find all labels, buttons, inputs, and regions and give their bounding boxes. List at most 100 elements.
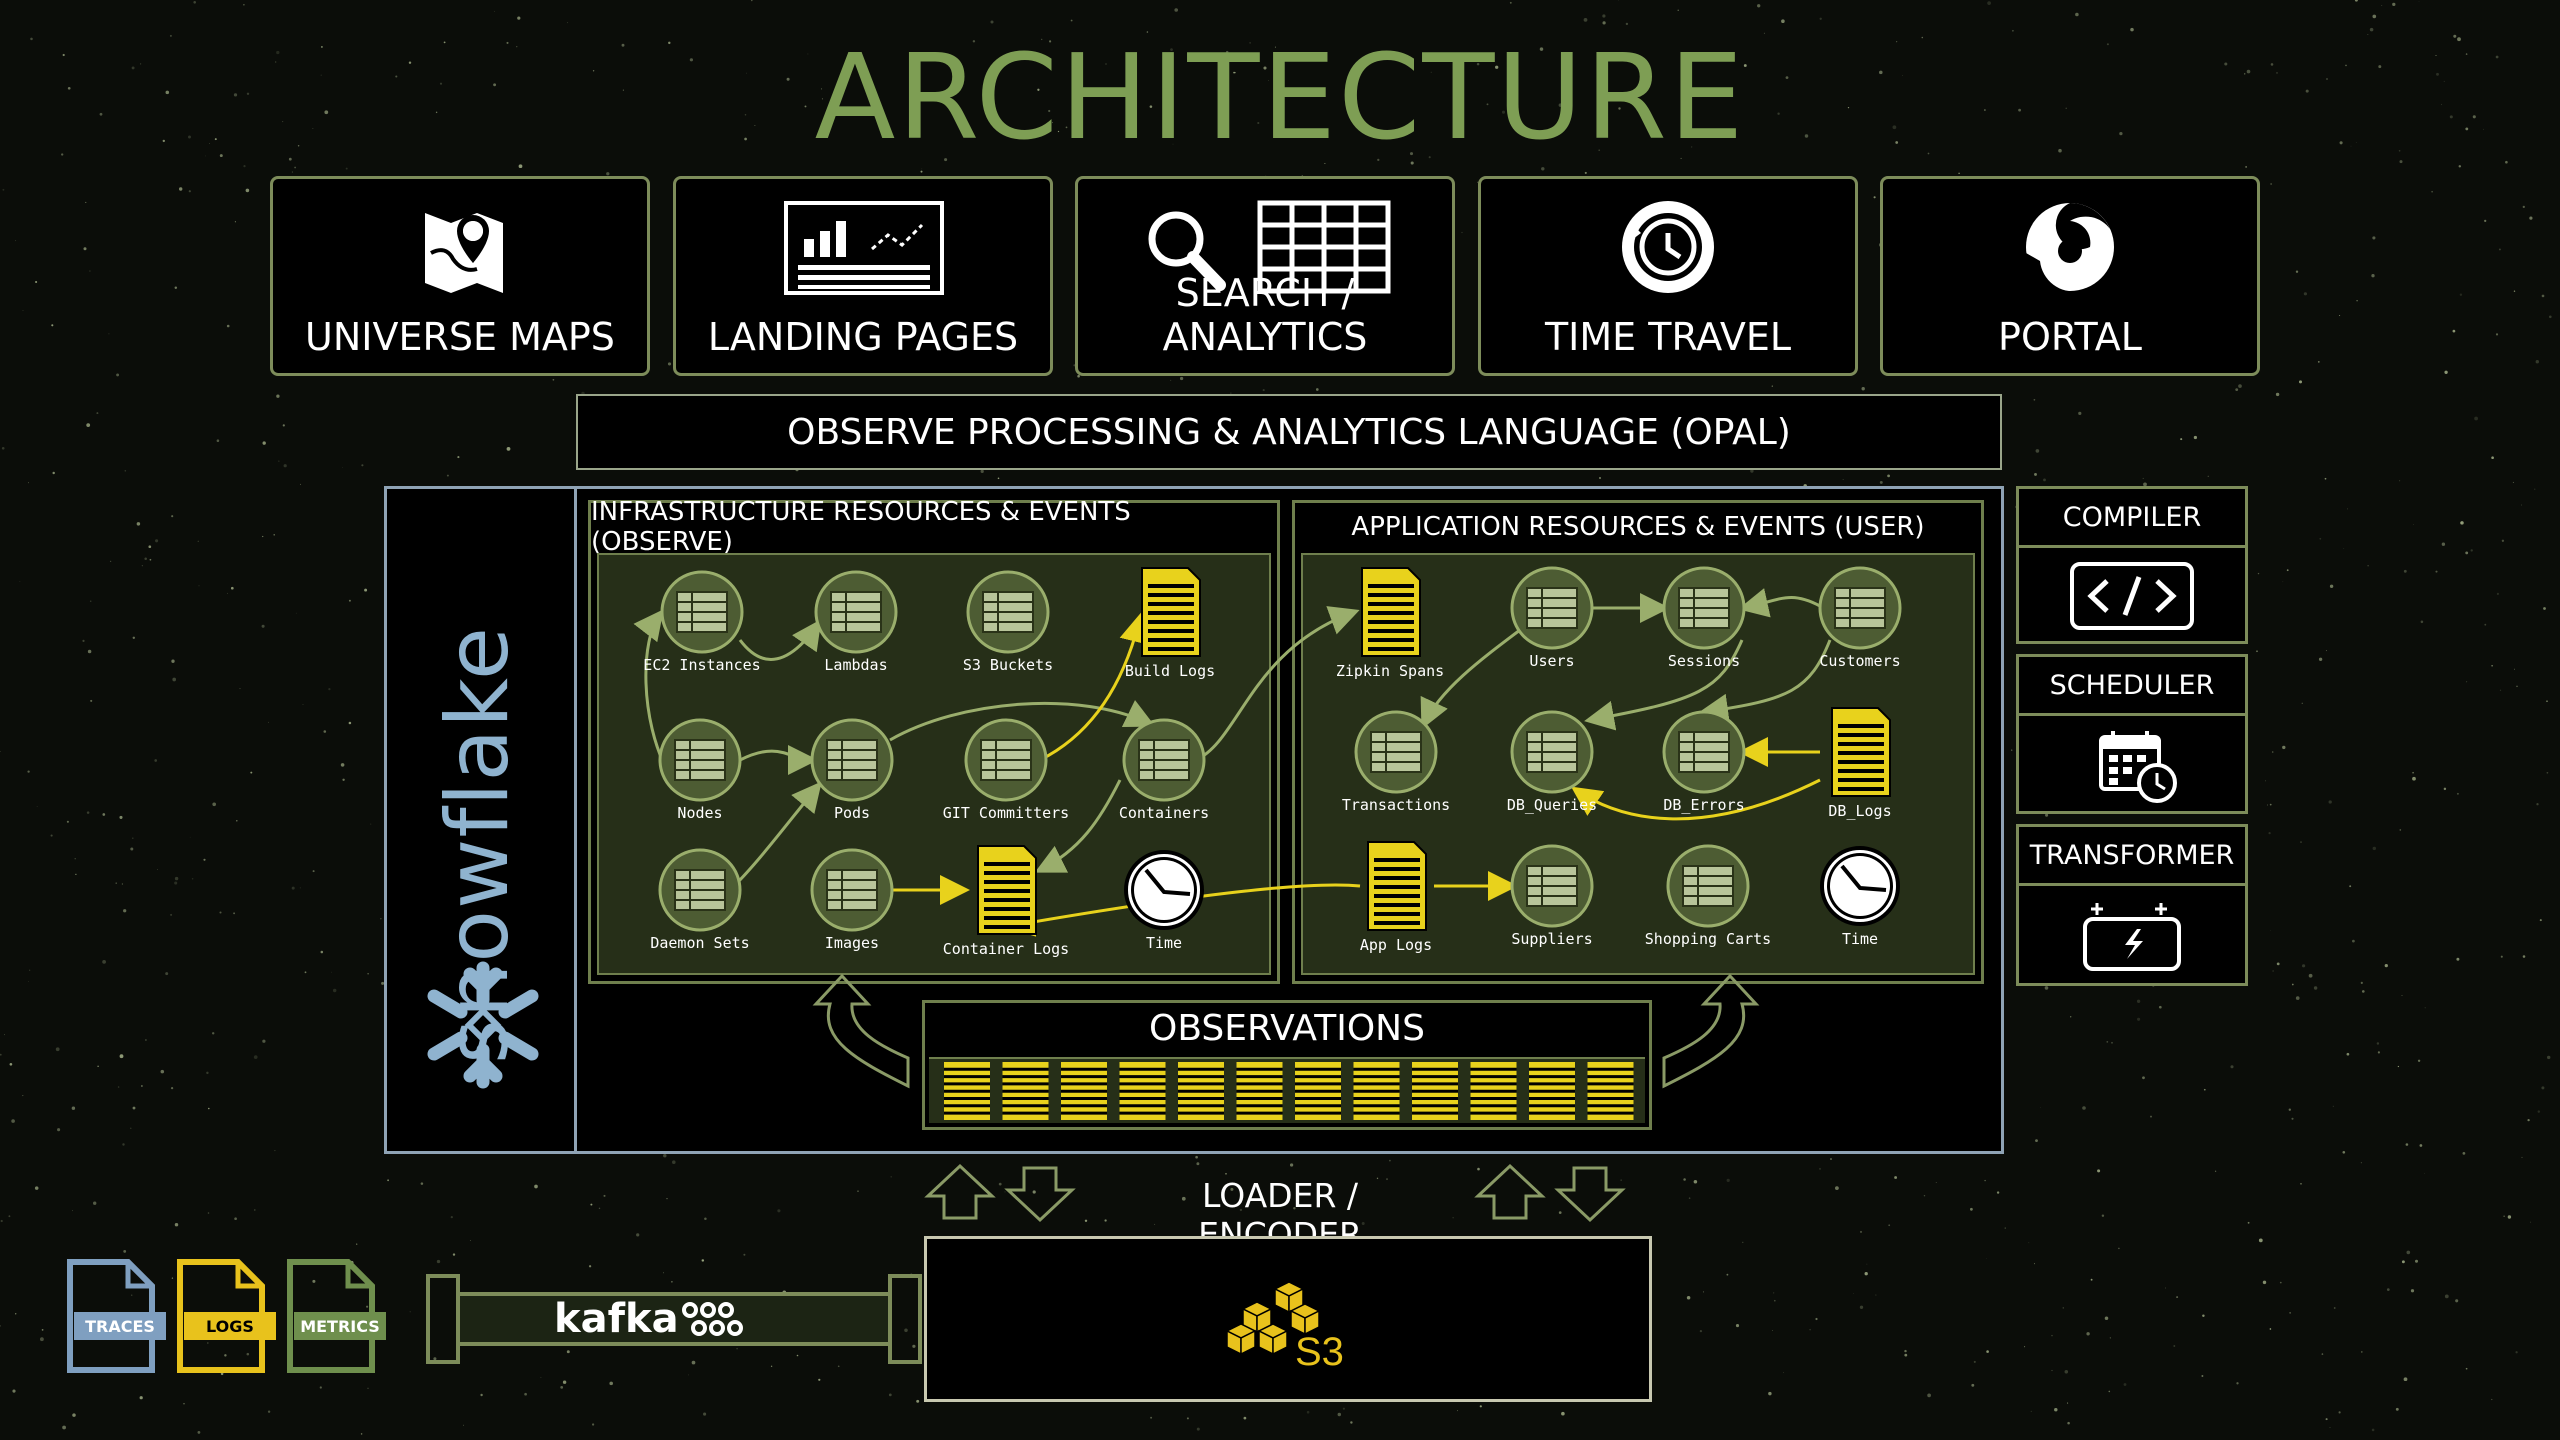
compiler-panel: COMPILER xyxy=(2016,486,2248,644)
s3-storage-box: S3 xyxy=(924,1236,1652,1402)
observation-record xyxy=(1061,1062,1107,1120)
graph-node-label: Pods xyxy=(834,804,870,822)
graph-node: Containers xyxy=(1119,718,1209,822)
graph-edge xyxy=(1698,639,1832,724)
graph-node-label: Container Logs xyxy=(943,940,1069,958)
dashboard-icon xyxy=(784,201,944,295)
page-title: ARCHITECTURE xyxy=(814,28,1746,166)
kafka-icon xyxy=(682,1302,743,1336)
s3-buckets-icon: S3 xyxy=(1225,1281,1344,1369)
graph-node: Time xyxy=(1124,850,1204,952)
snowflake-divider xyxy=(574,488,577,1152)
graph-node-label: Transactions xyxy=(1342,796,1450,814)
logs-label: LOGS xyxy=(184,1312,276,1340)
graph-edge xyxy=(1039,612,1149,762)
tile-label: PORTAL xyxy=(1998,315,2142,359)
history-clock-icon xyxy=(1622,201,1714,293)
graph-edge xyxy=(1420,628,1521,730)
graph-edge xyxy=(1571,778,1821,821)
graph-node: Container Logs xyxy=(943,845,1069,958)
graph-node: Sessions xyxy=(1662,566,1746,670)
graph-edge xyxy=(1195,606,1360,762)
graph-node-label: DB_Errors xyxy=(1663,796,1744,814)
scheduler-panel: SCHEDULER xyxy=(2016,654,2248,814)
graph-node: Zipkin Spans xyxy=(1336,567,1444,680)
tile-landing-pages[interactable]: LANDING PAGES xyxy=(673,176,1053,376)
graph-node: Images xyxy=(810,848,894,952)
graph-node-label: Containers xyxy=(1119,804,1209,822)
graph-node-label: Lambdas xyxy=(824,656,887,674)
graph-edge xyxy=(889,700,1156,742)
app-panel-title: APPLICATION RESOURCES & EVENTS (USER) xyxy=(1351,512,1925,542)
battery-icon xyxy=(2083,903,2181,971)
graph-node: Users xyxy=(1510,566,1594,670)
graph-edge xyxy=(738,619,822,661)
graph-node-label: Daemon Sets xyxy=(650,934,749,952)
scheduler-label: SCHEDULER xyxy=(2019,657,2245,716)
graph-edge xyxy=(733,781,822,887)
compiler-label: COMPILER xyxy=(2019,489,2245,548)
observation-record xyxy=(1236,1062,1283,1120)
tile-search-analytics[interactable]: SEARCH / ANALYTICS xyxy=(1075,176,1455,376)
graph-node-label: EC2 Instances xyxy=(643,656,760,674)
metrics-label: METRICS xyxy=(294,1312,386,1340)
snowflake-logo: snowflake xyxy=(388,490,574,1150)
graph-node: S3 Buckets xyxy=(963,570,1053,674)
graph-node: DB_Errors xyxy=(1662,710,1746,814)
graph-node-label: Nodes xyxy=(677,804,722,822)
tile-universe-maps[interactable]: UNIVERSE MAPS xyxy=(270,176,650,376)
graph-node: DB_Logs xyxy=(1828,707,1892,820)
graph-node-label: DB_Logs xyxy=(1828,802,1891,820)
portal-swirl-icon xyxy=(2026,203,2114,293)
graph-node: Pods xyxy=(810,718,894,822)
observation-record xyxy=(1412,1062,1458,1120)
snowflake-icon xyxy=(427,961,539,1089)
graph-node-label: Time xyxy=(1842,930,1878,948)
traces-label: TRACES xyxy=(74,1312,166,1340)
logs-source-doc: LOGS xyxy=(176,1258,276,1374)
opal-bar: OBSERVE PROCESSING & ANALYTICS LANGUAGE … xyxy=(576,394,2002,470)
tile-label: UNIVERSE MAPS xyxy=(305,315,615,359)
kafka-pipe: kafka xyxy=(426,1274,922,1364)
calendar-clock-icon xyxy=(2099,731,2177,803)
graph-node-label: Time xyxy=(1146,934,1182,952)
loader-encoder-label: LOADER / ENCODER xyxy=(1198,1176,1362,1254)
graph-node-label: App Logs xyxy=(1360,936,1432,954)
graph-node-label: Customers xyxy=(1819,652,1900,670)
graph-node: Customers xyxy=(1818,566,1902,670)
observation-record xyxy=(1178,1062,1224,1120)
graph-node-label: GIT Committers xyxy=(943,804,1069,822)
graph-node: Build Logs xyxy=(1125,567,1215,680)
tile-label: SEARCH / ANALYTICS xyxy=(1162,271,1368,359)
graph-node: DB_Queries xyxy=(1507,710,1597,814)
graph-node: Transactions xyxy=(1342,710,1450,814)
traces-source-doc: TRACES xyxy=(66,1258,166,1374)
tile-label: LANDING PAGES xyxy=(707,315,1019,359)
transformer-label: TRANSFORMER xyxy=(2019,827,2245,886)
metrics-source-doc: METRICS xyxy=(286,1258,386,1374)
graph-node-label: Shopping Carts xyxy=(1645,930,1771,948)
tile-time-travel[interactable]: TIME TRAVEL xyxy=(1478,176,1858,376)
kafka-label: kafka xyxy=(554,1296,679,1342)
graph-node-label: Build Logs xyxy=(1125,662,1215,680)
observation-record xyxy=(944,1062,990,1120)
observation-record xyxy=(1529,1062,1575,1120)
graph-edge xyxy=(1584,639,1744,731)
graph-node: Suppliers xyxy=(1510,844,1594,948)
observation-record xyxy=(1119,1062,1166,1120)
graph-edge xyxy=(1004,883,1361,937)
observation-record xyxy=(1002,1062,1049,1120)
transformer-panel: TRANSFORMER xyxy=(2016,824,2248,986)
observation-record xyxy=(1295,1062,1341,1120)
graph-node: GIT Committers xyxy=(943,718,1069,822)
graph-node: Nodes xyxy=(658,718,742,822)
graph-node-label: Users xyxy=(1529,652,1574,670)
s3-label: S3 xyxy=(1295,1330,1344,1369)
code-icon xyxy=(2070,562,2194,630)
graph-node: Time xyxy=(1820,846,1900,948)
map-pin-icon xyxy=(425,213,503,293)
tile-portal[interactable]: PORTAL xyxy=(1880,176,2260,376)
search-table-icon xyxy=(1148,200,1391,294)
graph-edge xyxy=(1034,779,1122,873)
